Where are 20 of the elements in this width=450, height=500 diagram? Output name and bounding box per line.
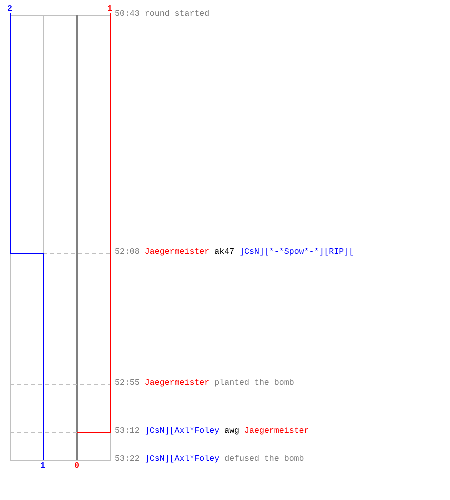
axis-tick-label: 2 [8,5,12,14]
axis-tick-label: 0 [74,462,80,471]
event-text: defused the bomb [224,455,304,464]
player-name: ]CsN][*-*Spow*-*][RIP][ [240,248,354,257]
player-name: Jaegermeister [244,427,310,436]
event-text: planted the bomb [214,379,294,388]
timestamp: 53:22 [115,455,140,464]
player-name: ]CsN][Axl*Foley [144,427,220,436]
timestamp: 52:08 [115,248,140,257]
player-name: Jaegermeister [144,248,210,257]
weapon-name: awg [224,427,240,436]
timestamp: 53:12 [115,427,140,436]
event-text: round started [144,10,210,19]
axis-tick-label: 1 [108,5,112,14]
player-name: Jaegermeister [144,379,210,388]
timestamp: 50:43 [115,10,140,19]
player-name: ]CsN][Axl*Foley [144,455,220,464]
axis-tick-label: 1 [40,462,46,471]
weapon-name: ak47 [214,248,235,257]
timestamp: 52:55 [115,379,140,388]
